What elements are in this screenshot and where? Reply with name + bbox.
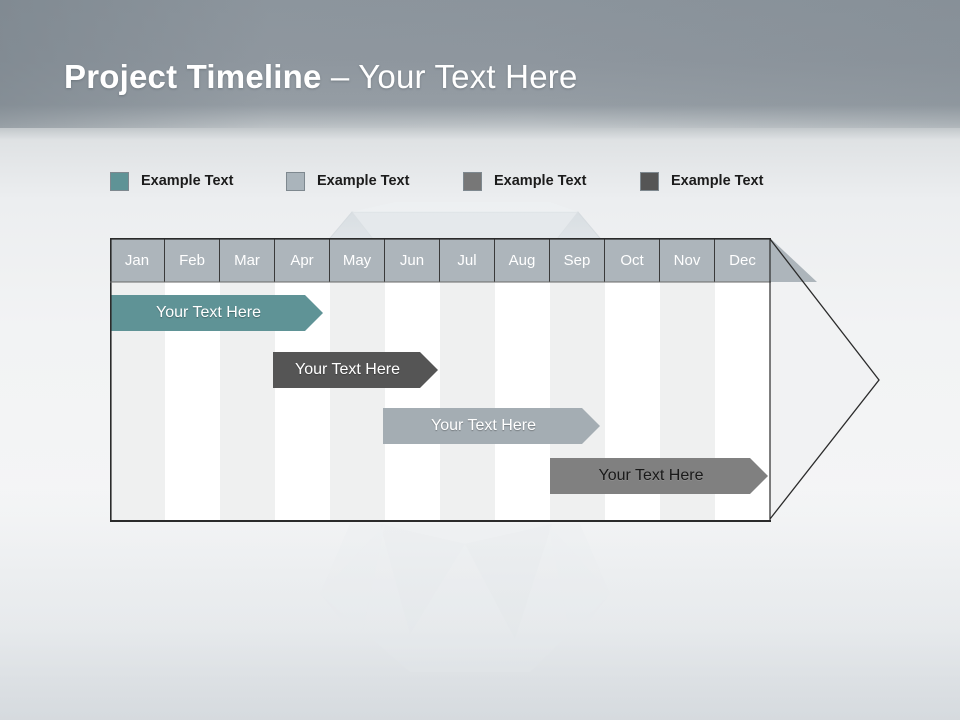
legend-label-2: Example Text xyxy=(317,173,410,189)
legend-label-3: Example Text xyxy=(494,173,587,189)
grid-column-jul xyxy=(440,282,495,520)
month-cell-dec[interactable]: Dec xyxy=(715,238,770,282)
timeline-bar-3-label: Your Text Here xyxy=(431,417,536,434)
month-cell-oct[interactable]: Oct xyxy=(605,238,660,282)
legend-item-4[interactable]: Example Text xyxy=(640,168,763,194)
month-cell-mar[interactable]: Mar xyxy=(220,238,275,282)
month-cell-aug[interactable]: Aug xyxy=(495,238,550,282)
timeline-bar-4[interactable]: Your Text Here xyxy=(550,458,768,494)
grid-column-aug xyxy=(495,282,550,520)
month-cell-feb[interactable]: Feb xyxy=(165,238,220,282)
grid-column-jun xyxy=(385,282,440,520)
legend-swatch-teal-icon xyxy=(110,171,129,191)
timeline-bar-1[interactable]: Your Text Here xyxy=(110,295,323,331)
legend-item-1[interactable]: Example Text xyxy=(110,168,233,194)
timeline-bar-4-label: Your Text Here xyxy=(598,467,704,484)
month-cell-jul[interactable]: Jul xyxy=(440,238,495,282)
legend-swatch-medium-gray-icon xyxy=(463,171,482,191)
month-cell-apr[interactable]: Apr xyxy=(275,238,330,282)
page-title-bold: Project Timeline xyxy=(64,58,322,95)
legend: Example Text Example Text Example Text E… xyxy=(110,168,810,196)
timeline-chart: Jan Feb Mar Apr May Jun Jul Aug Sep Oct … xyxy=(110,238,880,522)
month-cell-sep[interactable]: Sep xyxy=(550,238,605,282)
grid-column-may xyxy=(330,282,385,520)
legend-item-2[interactable]: Example Text xyxy=(286,168,409,194)
legend-label-1: Example Text xyxy=(141,173,234,189)
legend-label-4: Example Text xyxy=(671,173,764,189)
legend-swatch-light-gray-icon xyxy=(286,171,305,191)
month-header-row: Jan Feb Mar Apr May Jun Jul Aug Sep Oct … xyxy=(110,238,770,282)
page-title-regular: – Your Text Here xyxy=(321,58,578,95)
timeline-bar-3[interactable]: Your Text Here xyxy=(383,408,600,444)
legend-swatch-dark-gray-icon xyxy=(640,171,659,191)
page-title: Project Timeline – Your Text Here xyxy=(64,58,578,96)
footer-shade xyxy=(0,490,960,720)
header-band-gradient xyxy=(0,0,960,128)
month-cell-nov[interactable]: Nov xyxy=(660,238,715,282)
timeline-bar-1-label: Your Text Here xyxy=(156,304,261,321)
timeline-bar-2-label: Your Text Here xyxy=(295,361,400,378)
timeline-bar-2[interactable]: Your Text Here xyxy=(273,352,438,388)
legend-item-3[interactable]: Example Text xyxy=(463,168,586,194)
month-cell-jan[interactable]: Jan xyxy=(110,238,165,282)
month-cell-jun[interactable]: Jun xyxy=(385,238,440,282)
month-cell-may[interactable]: May xyxy=(330,238,385,282)
timeline-arrow-head xyxy=(769,238,880,520)
